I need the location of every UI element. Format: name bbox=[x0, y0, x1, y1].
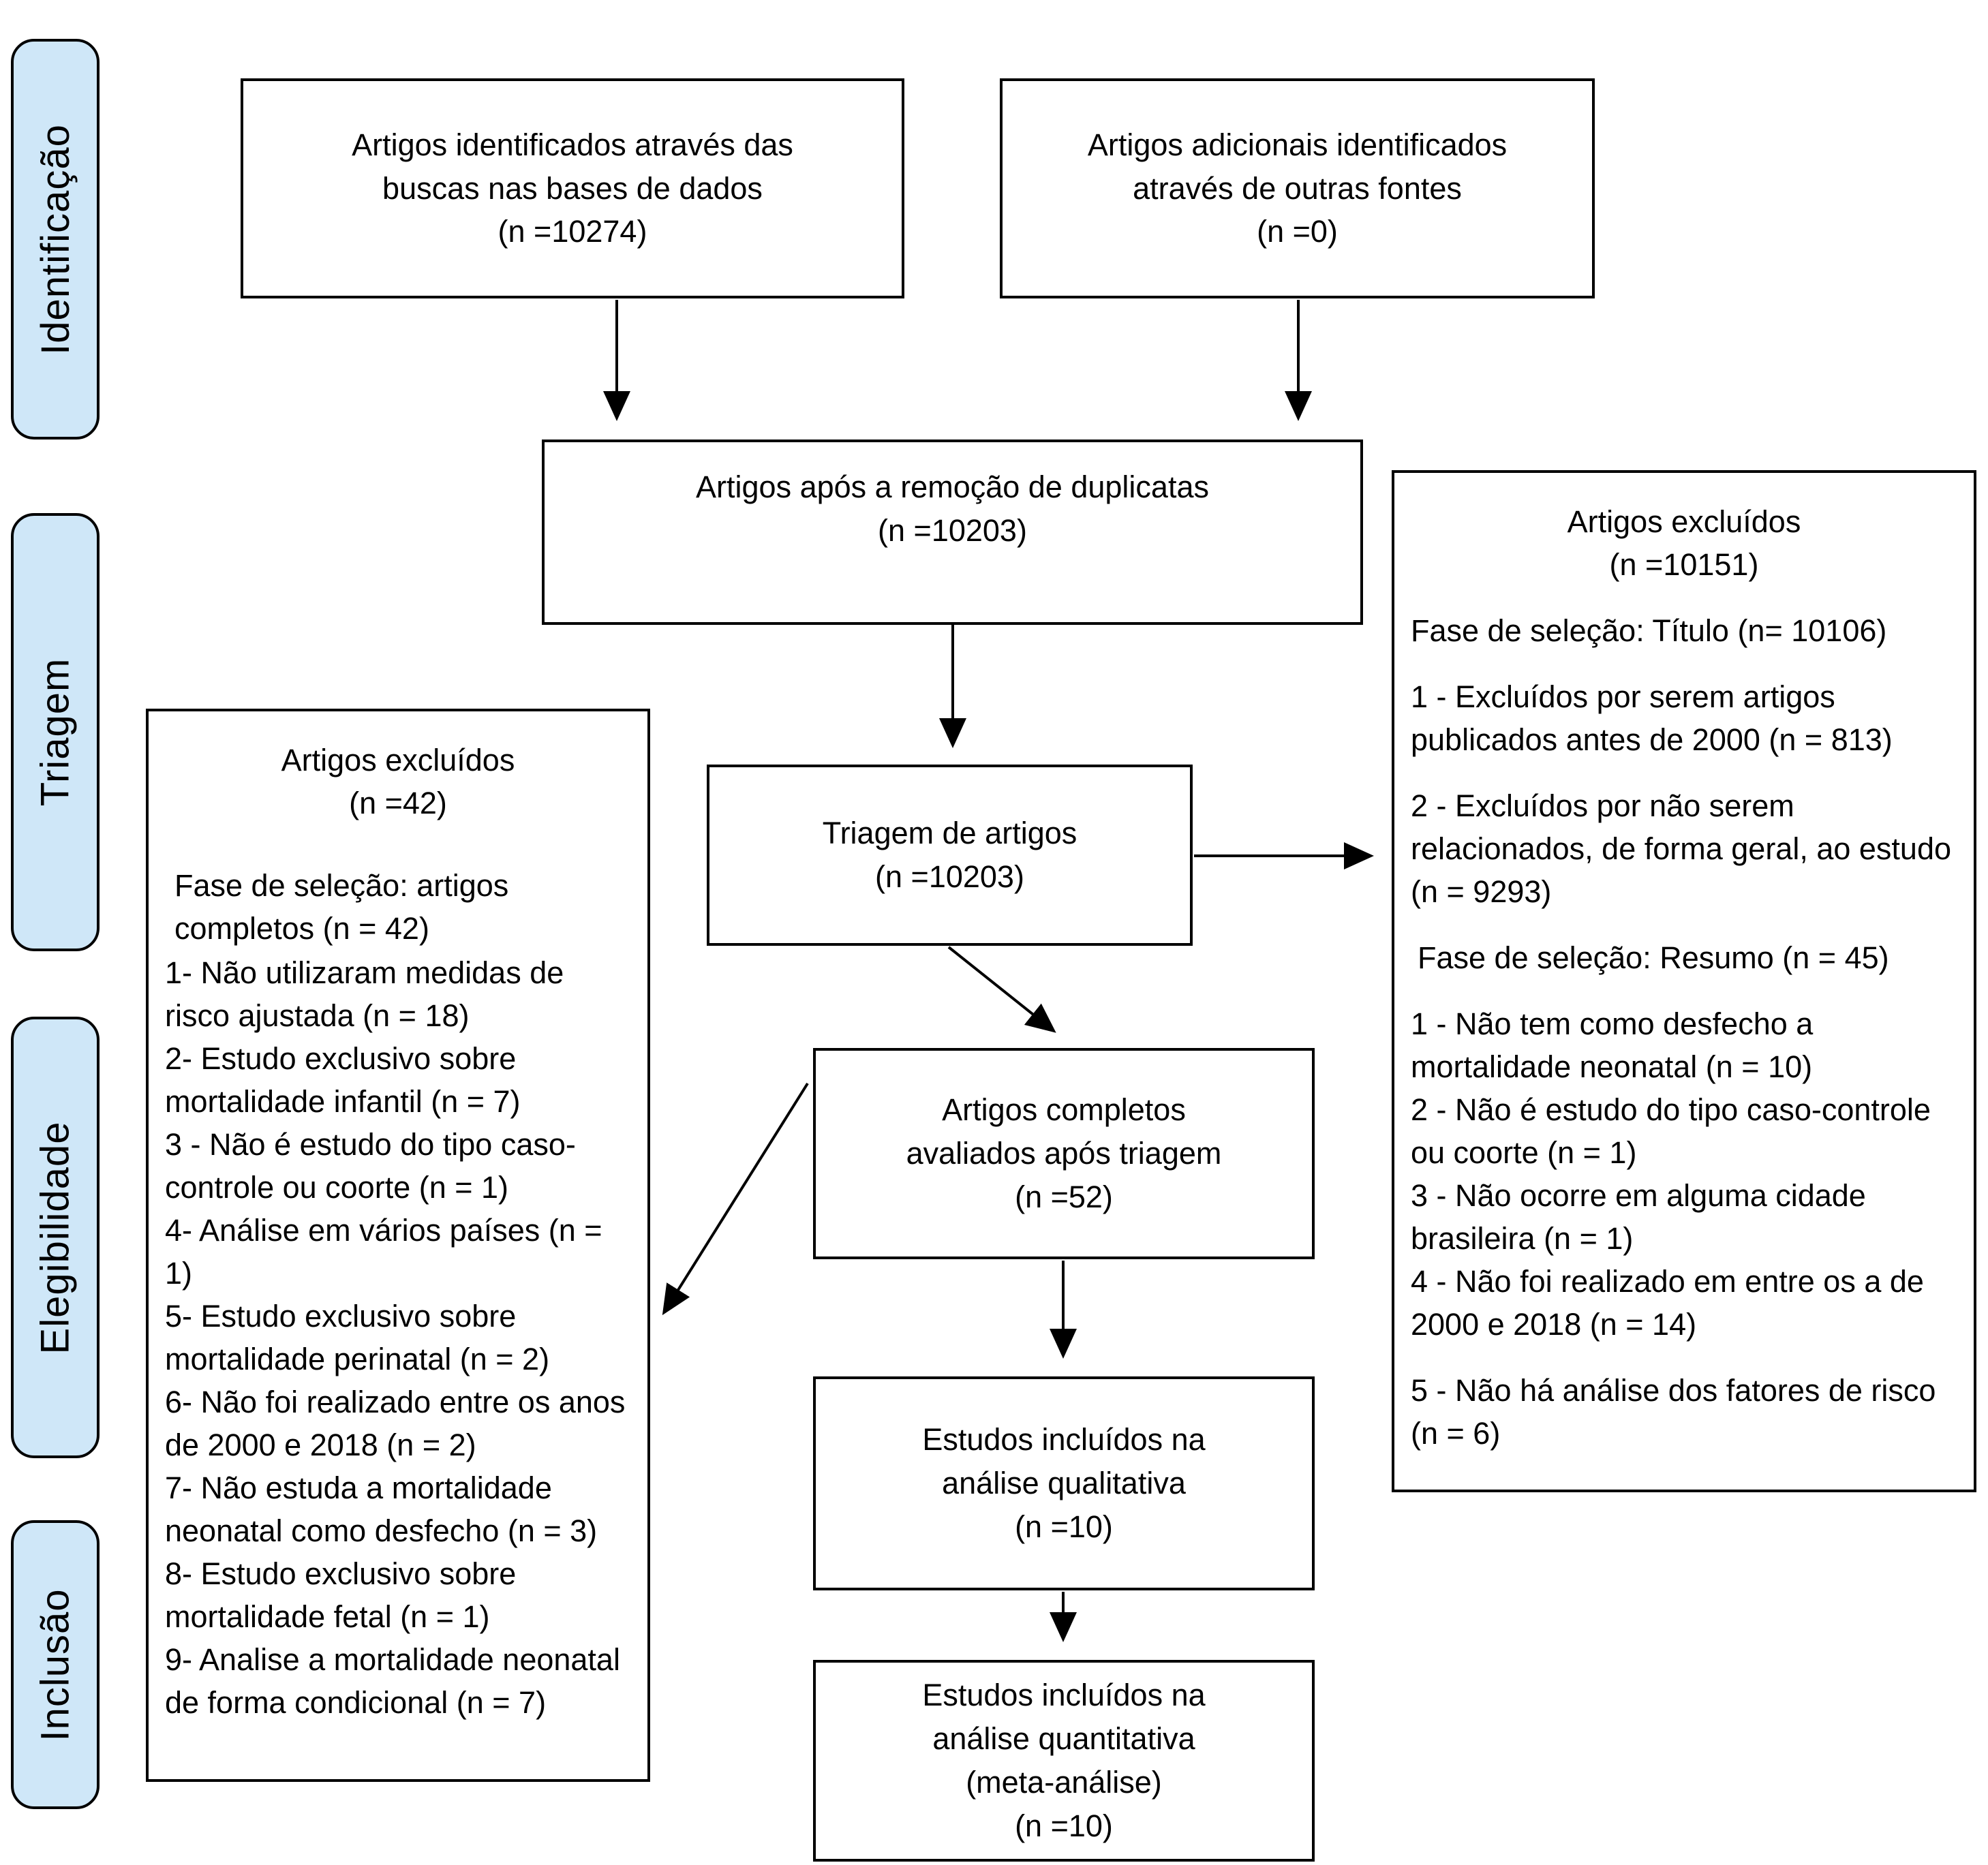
box-excluded-screening-heading: Artigos excluídos (n =10151) bbox=[1567, 504, 1801, 582]
box-qualitative-included-text: Estudos incluídos na análise qualitativa… bbox=[922, 1422, 1206, 1544]
box-qualitative-included: Estudos incluídos na análise qualitativa… bbox=[813, 1376, 1315, 1590]
stage-rail-elegibilidade-label: Elegibilidade bbox=[33, 1121, 78, 1354]
box-excluded-fulltext-heading: Artigos excluídos (n =42) bbox=[281, 743, 515, 820]
box-excluded-fulltext: Artigos excluídos (n =42) Fase de seleçã… bbox=[146, 709, 650, 1782]
stage-rail-inclusao: Inclusão bbox=[11, 1520, 100, 1809]
box-excluded-screening-abstract-items: 1 - Não tem como desfecho a mortalidade … bbox=[1411, 1002, 1957, 1346]
box-excluded-screening-title-item: 2 - Excluídos por não serem relacionados… bbox=[1411, 788, 1951, 909]
box-excluded-screening-abstract-item: 2 - Não é estudo do tipo caso-controle o… bbox=[1411, 1092, 1931, 1170]
arrow-fulltext-to-excluded-left bbox=[662, 1082, 809, 1316]
box-excluded-screening-abstract-item: 4 - Não foi realizado em entre os a de 2… bbox=[1411, 1264, 1924, 1342]
box-identified-databases-text: Artigos identificados através das buscas… bbox=[352, 127, 793, 249]
box-identified-databases: Artigos identificados através das buscas… bbox=[241, 78, 904, 298]
box-excluded-screening-title-phase: Fase de seleção: Título (n= 10106) bbox=[1411, 613, 1887, 648]
stage-rail-triagem-label: Triagem bbox=[33, 658, 78, 807]
box-excluded-fulltext-phase: Fase de seleção: artigos completos (n = … bbox=[174, 868, 509, 946]
box-after-duplicates-removed-text: Artigos após a remoção de duplicatas (n … bbox=[696, 469, 1209, 548]
stage-rail-identificacao-label: Identificação bbox=[33, 123, 78, 355]
arrow-screening-to-fulltext bbox=[947, 946, 1056, 1033]
box-after-duplicates-removed: Artigos após a remoção de duplicatas (n … bbox=[542, 440, 1363, 625]
box-excluded-screening: Artigos excluídos (n =10151) Fase de sel… bbox=[1392, 470, 1976, 1492]
stage-rail-identificacao: Identificação bbox=[11, 39, 100, 440]
box-excluded-screening-abstract-item: 3 - Não ocorre em alguma cidade brasilei… bbox=[1411, 1178, 1866, 1256]
stage-rail-triagem: Triagem bbox=[11, 513, 100, 951]
box-excluded-screening-title-item: 1 - Excluídos por serem artigos publicad… bbox=[1411, 679, 1893, 757]
box-excluded-fulltext-items: 1- Não utilizaram medidas de risco ajust… bbox=[165, 955, 626, 1720]
box-fulltext-assessed: Artigos completos avaliados após triagem… bbox=[813, 1048, 1315, 1259]
box-fulltext-assessed-text: Artigos completos avaliados após triagem… bbox=[906, 1092, 1222, 1214]
box-screening-text: Triagem de artigos (n =10203) bbox=[822, 816, 1077, 894]
box-quantitative-included-text: Estudos incluídos na análise quantitativ… bbox=[922, 1678, 1206, 1843]
box-additional-sources-text: Artigos adicionais identificados através… bbox=[1087, 127, 1508, 249]
stage-rail-elegibilidade: Elegibilidade bbox=[11, 1017, 100, 1458]
stage-rail-inclusao-label: Inclusão bbox=[33, 1588, 78, 1742]
box-screening: Triagem de artigos (n =10203) bbox=[707, 765, 1193, 946]
box-quantitative-included: Estudos incluídos na análise quantitativ… bbox=[813, 1660, 1315, 1862]
box-excluded-screening-abstract-phase: Fase de seleção: Resumo (n = 45) bbox=[1418, 940, 1889, 975]
box-excluded-screening-abstract-item: 1 - Não tem como desfecho a mortalidade … bbox=[1411, 1006, 1814, 1084]
box-excluded-screening-last-item: 5 - Não há análise dos fatores de risco … bbox=[1411, 1373, 1936, 1451]
box-additional-sources: Artigos adicionais identificados através… bbox=[1000, 78, 1595, 298]
